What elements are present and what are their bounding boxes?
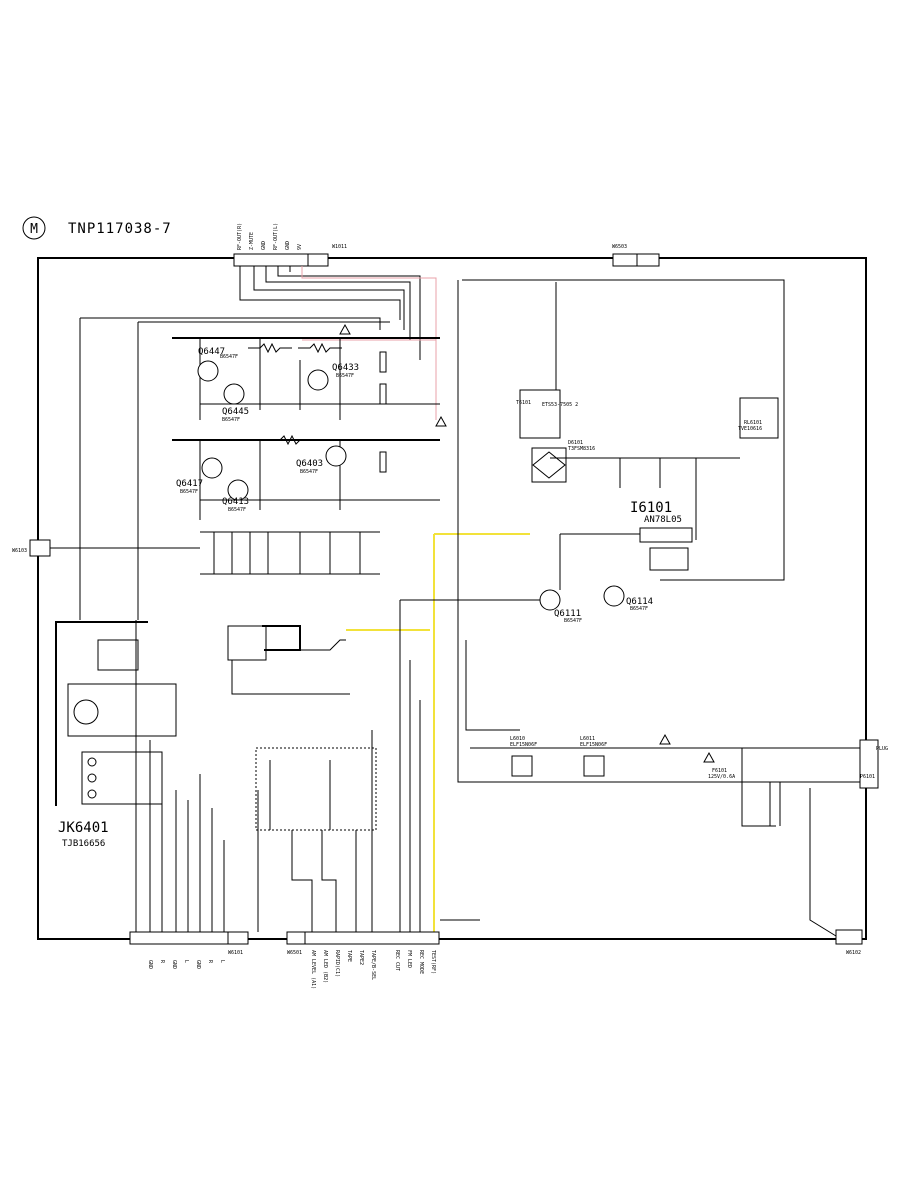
transistor-label: Q6111 xyxy=(554,609,581,619)
board-badge: M xyxy=(30,222,38,237)
top-connector-label: W1011 xyxy=(332,244,347,250)
transistor-part: B6547F xyxy=(180,489,198,495)
part-value: ETS53-7505 2 xyxy=(542,402,578,408)
bottom-pin-label: GND xyxy=(147,960,153,969)
top-pin-label: RF-OUT(R) xyxy=(237,223,243,250)
transistor-part: B6547F xyxy=(300,469,318,475)
jack-block: JK6401 TJB16656 xyxy=(55,621,177,849)
transistor-part: B6547F xyxy=(222,417,240,423)
top-pin-label: 9V xyxy=(297,244,303,250)
part-ref: L6011 xyxy=(580,736,595,742)
transistor-label: Q6413 xyxy=(222,497,249,507)
bottom-pin-label: TAPE2 xyxy=(358,950,364,965)
board-title: TNP117038-7 xyxy=(68,221,172,237)
top-pin-label: Z-MUTE xyxy=(249,232,255,250)
amp-block-1: Q6447 B6547F Q6445 B6547F Q6433 B6547F xyxy=(172,337,440,423)
plug-ref: P6101 xyxy=(860,774,875,780)
bottom-left-connector: W6101 GND R GND L GND R L xyxy=(129,931,249,969)
bottom-pin-label: RAPID(C1) xyxy=(334,950,340,977)
top-wires xyxy=(79,266,437,620)
bottom-pin-label: TAPE xyxy=(346,950,352,962)
bottom-mid-connector-label: W6501 xyxy=(287,950,302,956)
top-connector-body xyxy=(233,253,309,267)
part-value: TVE10616 xyxy=(738,426,762,432)
amp-block-2: Q6417 B6547F Q6413 B6547F Q6403 B6547F xyxy=(172,434,440,520)
transistor-symbol xyxy=(603,585,625,607)
top-connector-pins: RF-OUT(R) Z-MUTE GND RF-OUT(L) GND 9V xyxy=(237,223,303,250)
transistor-label: Q6433 xyxy=(332,363,359,373)
transistor-label: Q6447 xyxy=(198,347,225,357)
part-value: ELF15N06F xyxy=(510,742,537,748)
bottom-pin-label: TAPE/B-SEL xyxy=(370,950,376,980)
top-pin-label: GND xyxy=(285,241,291,250)
part-ref: RL6101 xyxy=(744,420,762,426)
board-outline xyxy=(37,257,867,940)
plug-label: PLUG xyxy=(876,746,888,752)
part-value: ELF15N06F xyxy=(580,742,607,748)
bottom-pin-label: AM LEVEL (A1) xyxy=(310,950,316,989)
board-header: M TNP117038-7 xyxy=(22,216,172,240)
bottom-pin-label: L xyxy=(219,960,225,963)
switch-block xyxy=(227,625,430,695)
bottom-right-connector: W6102 xyxy=(835,929,863,956)
part-value: 125V/0.6A xyxy=(708,774,735,780)
top-connector: W1011 RF-OUT(R) Z-MUTE GND RF-OUT(L) GND… xyxy=(233,223,347,267)
left-connector xyxy=(29,539,51,557)
transistor-part: B6547F xyxy=(630,606,648,612)
transistor-part: B6547F xyxy=(228,507,246,513)
filter-bank xyxy=(44,531,380,575)
regulator-part: AN78L05 xyxy=(644,515,682,525)
power-section: T6101 ETS53-7505 2 D6101 T3FSM8316 RL610… xyxy=(399,279,785,940)
bottom-right-connector-label: W6102 xyxy=(846,950,861,956)
transistor-part: B6547F xyxy=(336,373,354,379)
part-ref: T6101 xyxy=(516,400,531,406)
transistor-part: B6547F xyxy=(220,354,238,360)
top-right-connector xyxy=(612,253,638,267)
bottom-pin-label: R xyxy=(207,960,213,964)
top-right-connector-cap xyxy=(636,253,660,267)
transistor-label: Q6403 xyxy=(296,459,323,469)
top-pin-label: GND xyxy=(261,241,267,250)
left-connector-label: W6103 xyxy=(12,548,27,554)
bottom-pin-label: AM LED (B2) xyxy=(322,950,328,983)
bottom-pin-label: REC MODE xyxy=(418,950,424,974)
transistor-label: Q6445 xyxy=(222,407,249,417)
transistor-label: Q6417 xyxy=(176,479,203,489)
transistor-symbol xyxy=(201,457,223,479)
bottom-pin-label: TEST(RF) xyxy=(430,950,436,974)
transistor-symbol xyxy=(197,360,219,382)
mains-input: L6010 ELF15N06F L6011 ELF15N06F F6101 12… xyxy=(470,736,888,937)
transistor-symbol xyxy=(223,383,245,405)
jack-ref: JK6401 xyxy=(58,820,109,836)
key-switches xyxy=(255,747,377,831)
bottom-pin-label: GND xyxy=(195,960,201,969)
part-ref: L6010 xyxy=(510,736,525,742)
bottom-pin-label: L xyxy=(183,960,189,963)
bottom-wires xyxy=(135,620,480,932)
transistor-part: B6547F xyxy=(564,618,582,624)
jack-part: TJB16656 xyxy=(62,839,105,849)
part-ref: D6101 xyxy=(568,440,583,446)
top-right-connector-label: W6503 xyxy=(612,244,627,250)
transistor-label: Q6114 xyxy=(626,597,653,607)
top-connector-cap xyxy=(307,253,329,267)
board-badge-circle xyxy=(22,216,46,240)
bottom-pin-label: GND xyxy=(171,960,177,969)
bottom-pin-label: REC CUT xyxy=(394,950,400,971)
part-value: T3FSM8316 xyxy=(568,446,595,452)
bottom-left-connector-label: W6101 xyxy=(228,950,243,956)
bottom-pin-label: FM LED xyxy=(406,950,412,968)
top-pin-label: RF-OUT(L) xyxy=(273,223,279,250)
transistor-symbol xyxy=(539,589,561,611)
bottom-pin-label: R xyxy=(159,960,165,964)
transistor-symbol xyxy=(227,479,249,501)
bottom-mid-connector: W6501 AM LEVEL (A1) AM LED (B2) RAPID(C1… xyxy=(286,931,440,989)
transistor-symbol xyxy=(325,445,347,467)
regulator-ref: I6101 xyxy=(630,500,672,516)
warning-triangle-icon xyxy=(339,323,715,763)
part-ref: F6101 xyxy=(712,768,727,774)
transistor-symbol xyxy=(307,369,329,391)
